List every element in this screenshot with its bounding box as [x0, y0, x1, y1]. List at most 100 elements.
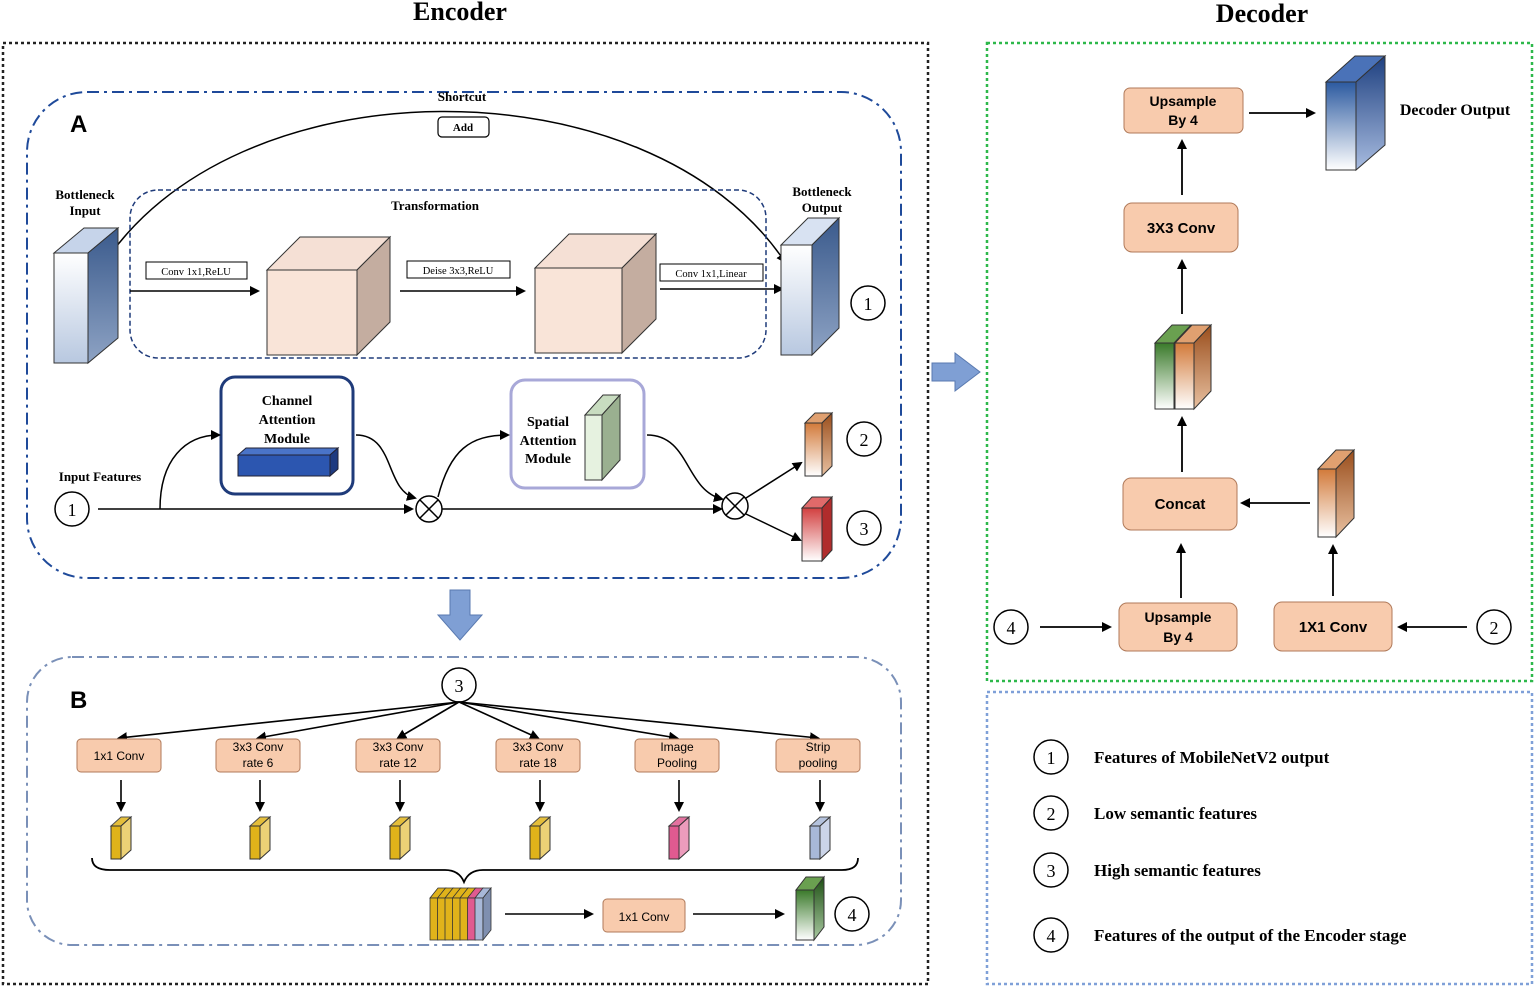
marker-4-decoder: 4: [993, 609, 1029, 645]
legend-frame: [985, 690, 1534, 986]
branch-label: 1x1 Conv: [94, 749, 145, 763]
concat-label: Concat: [1155, 496, 1206, 513]
panel-b-frame: [26, 656, 902, 946]
upsample-top-label-1: Upsample: [1150, 93, 1217, 109]
shortcut-arrow: [99, 110, 787, 271]
bottleneck-output-label-1: Bottleneck: [792, 184, 852, 199]
marker-4-b: 4: [834, 896, 870, 932]
branch-box: [775, 738, 861, 773]
encoder-output-block: [794, 875, 826, 942]
final-conv-box: [602, 898, 686, 933]
decoder-output-block: [1324, 54, 1387, 172]
stack-slice: [444, 897, 454, 941]
branch-label: 3x3 Conv: [233, 740, 284, 754]
branch-label: 3x3 Conv: [513, 740, 564, 754]
branch-arrow: [256, 701, 460, 742]
svg-text:4: 4: [1007, 618, 1016, 638]
conv1-box: [145, 261, 248, 280]
add-label: Add: [453, 122, 473, 134]
transformation-label: Transformation: [391, 198, 480, 213]
legend-marker: [1033, 739, 1069, 775]
multiply-node-2: [721, 492, 749, 520]
svg-text:1: 1: [68, 500, 77, 520]
transformation-frame: [129, 189, 767, 359]
branch-feature-block: [248, 815, 272, 861]
panel-a-label: A: [70, 111, 87, 138]
svg-text:3: 3: [455, 676, 464, 696]
input-features-label: Input Features: [59, 469, 141, 484]
legend-marker: [1033, 795, 1069, 831]
low-features-block: [803, 411, 834, 478]
low-features-decoder-block: [1316, 448, 1356, 539]
upsample-top-label-2: By 4: [1168, 112, 1198, 128]
branch-box: [495, 738, 581, 773]
branch-arrow: [458, 701, 540, 740]
legend-item-3: 3 High semantic features: [1033, 852, 1261, 888]
branch-label: Image: [660, 740, 694, 754]
branch-arrow: [396, 701, 460, 740]
conv1x1-label: 1X1 Conv: [1299, 619, 1368, 636]
channel-attention-block: [236, 446, 340, 478]
stack-slice: [467, 897, 476, 941]
legend-marker: [1033, 852, 1069, 888]
encoder-down-arrow: [436, 589, 484, 641]
from-channel-arrow: [355, 434, 417, 501]
marker-2-a: 2: [846, 421, 882, 457]
branch-box: [634, 738, 720, 773]
branch-feature-block: [109, 815, 133, 861]
branch-box: [76, 738, 162, 773]
upsample-top-box: [1123, 87, 1244, 134]
stack-slice: [429, 897, 439, 941]
transform-cube-2: [533, 232, 658, 355]
aspp-branch-4: 3x3 Conv rate 18: [458, 701, 581, 861]
channel-attention-label-2: Attention: [259, 413, 316, 428]
decoder-frame: [985, 41, 1534, 683]
bottleneck-input-label-1: Bottleneck: [55, 187, 115, 202]
branch-box: [215, 738, 301, 773]
legend-number: 3: [1047, 861, 1056, 881]
branch-box: [355, 738, 441, 773]
branch-feature-block: [808, 815, 832, 861]
conv3x3-box: [1123, 202, 1239, 253]
upsample-bottom-label-2: By 4: [1163, 629, 1193, 645]
marker-3-b: 3: [441, 667, 477, 703]
spatial-attention-label-3: Module: [525, 452, 571, 467]
concat-brace: [91, 857, 859, 885]
branch-label: Strip: [806, 740, 831, 754]
spatial-attention-block: [583, 393, 622, 482]
branch-feature-block: [388, 815, 412, 861]
marker-1-bottleneck: 1: [850, 285, 886, 321]
final-conv-label: 1x1 Conv: [619, 910, 670, 924]
marker-1-input: 1: [54, 491, 90, 527]
branch-label: rate 6: [243, 756, 274, 770]
to-high-features-arrow: [745, 513, 802, 542]
to-spatial-arrow: [437, 430, 510, 498]
legend-number: 1: [1047, 748, 1056, 768]
encoder-frame: [1, 41, 930, 986]
spatial-attention-label-1: Spatial: [527, 415, 569, 430]
conv3-box: [659, 263, 764, 282]
to-channel-arrow: [159, 430, 221, 510]
branch-label: rate 18: [519, 756, 557, 770]
conv2-label: Deise 3x3,ReLU: [423, 266, 494, 277]
aspp-branch-1: 1x1 Conv: [76, 701, 460, 861]
marker-3-a: 3: [846, 510, 882, 546]
legend-text: High semantic features: [1094, 861, 1261, 880]
svg-text:4: 4: [848, 905, 857, 925]
svg-text:3: 3: [860, 519, 869, 539]
branch-label: Pooling: [657, 756, 697, 770]
aspp-branch-6: Strip pooling: [458, 701, 861, 861]
branch-label: pooling: [799, 756, 838, 770]
spatial-attention-label-2: Attention: [520, 434, 577, 449]
stack-slice: [459, 897, 469, 941]
branch-feature-block: [667, 815, 691, 861]
svg-text:2: 2: [860, 430, 869, 450]
legend-text: Low semantic features: [1094, 804, 1257, 823]
add-box: [437, 116, 490, 138]
bottleneck-input-label-2: Input: [69, 203, 101, 218]
